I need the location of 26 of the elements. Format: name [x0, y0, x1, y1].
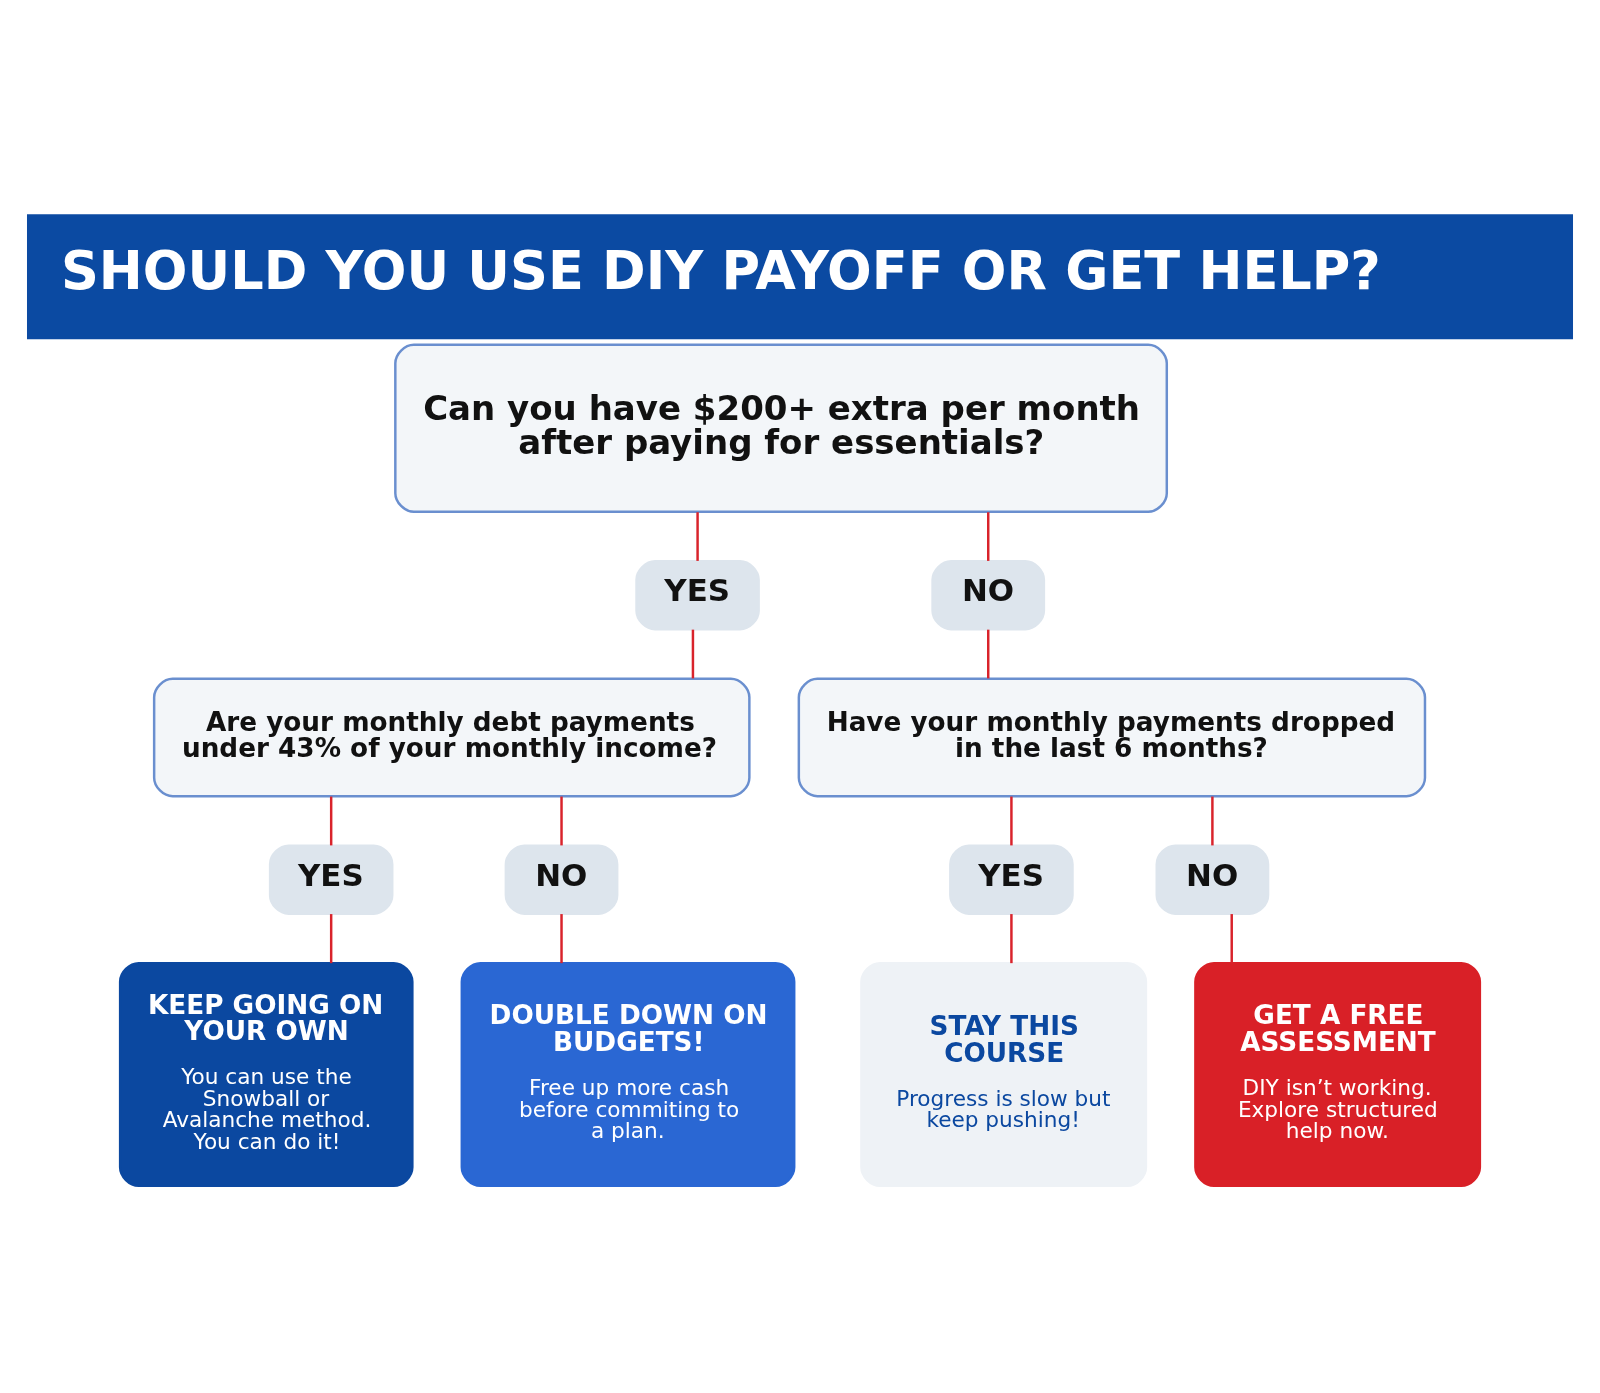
connector — [560, 914, 563, 964]
connector — [987, 512, 990, 561]
connector — [1230, 914, 1233, 964]
node-box: Are your monthly debt payments under 43% of your monthly income? — [152, 677, 751, 798]
node-box: GET A FREE ASSESSMENT DIY isn’t working. Explore structured help now. — [1194, 961, 1482, 1188]
connector — [1010, 914, 1013, 964]
connector — [1010, 796, 1013, 846]
node-box: YES — [268, 844, 394, 915]
connector — [560, 796, 563, 846]
diagram-title: SHOULD YOU USE DIY PAYOFF OR GET HELP? — [61, 239, 1381, 301]
connector — [329, 796, 333, 846]
node-box: DOUBLE DOWN ON BUDGETS! Free up more cash before commiting to a plan. — [460, 961, 796, 1188]
node-box: NO — [1155, 844, 1270, 915]
connector — [1211, 796, 1214, 846]
node-box: KEEP GOING ON YOUR OWN You can use the Snowball or Avalanche method. You can do it! — [118, 961, 414, 1188]
connector — [987, 629, 990, 679]
node-box: NO — [931, 560, 1046, 631]
node-box: STAY THIS COURSE Progress is slow but keep pushing! — [860, 961, 1148, 1188]
connector — [329, 914, 333, 964]
node-box: NO — [504, 844, 619, 915]
node-box: YES — [635, 560, 760, 631]
connector — [691, 629, 695, 679]
node-box: Can you have $200+ extra per month after paying for essentials? — [394, 343, 1169, 513]
connector — [696, 512, 699, 561]
node-box: YES — [949, 844, 1074, 915]
node-box: Have your monthly payments dropped in the last 6 months? — [797, 677, 1427, 798]
